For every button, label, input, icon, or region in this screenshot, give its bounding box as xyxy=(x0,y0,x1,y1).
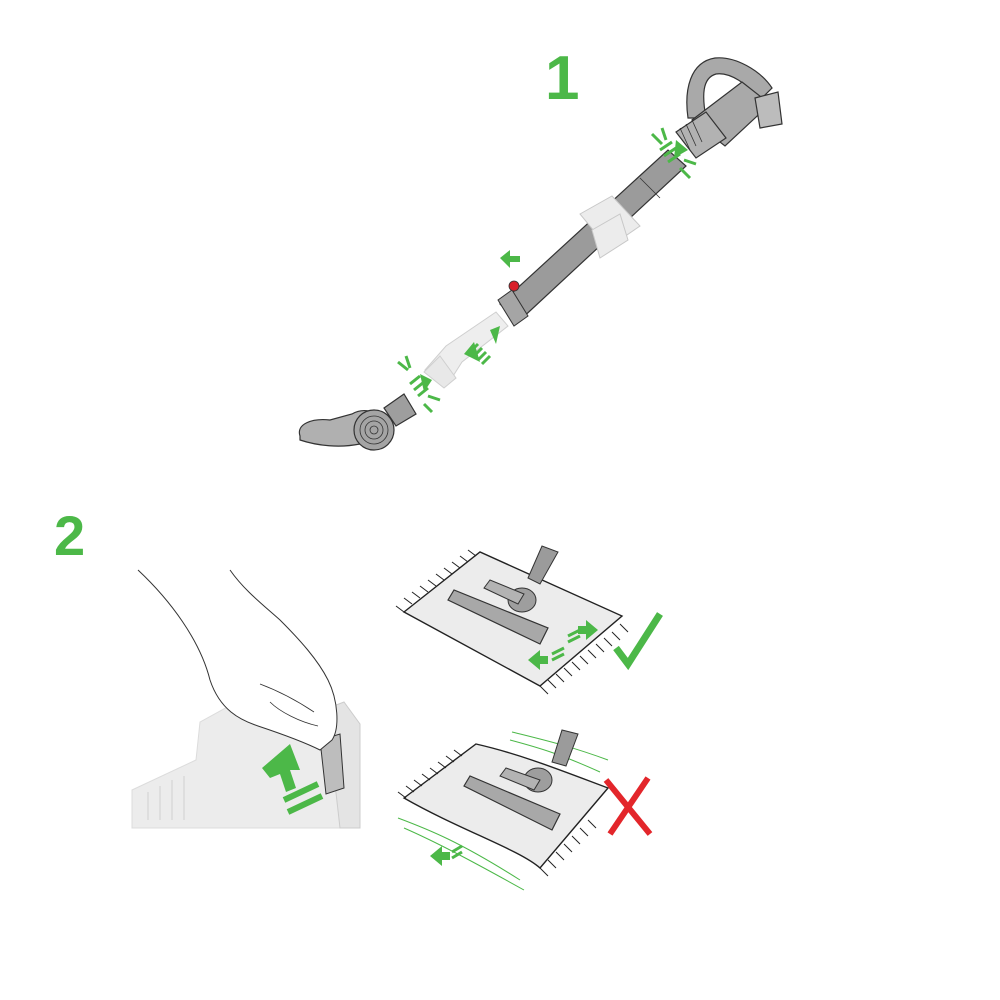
wand-part xyxy=(497,149,687,327)
extension-tube-part xyxy=(423,311,509,389)
step-1-illustration xyxy=(298,57,783,451)
click-connect-arrow-icon xyxy=(674,140,688,158)
step-1-number: 1 xyxy=(545,44,580,113)
slide-arrow-icon xyxy=(464,250,520,366)
check-mark-icon xyxy=(613,612,663,671)
cross-mark-icon xyxy=(603,776,653,836)
hand-releasing-tool-panel xyxy=(131,569,361,829)
slide-arrow-icon xyxy=(528,620,598,670)
click-connect-icon xyxy=(650,127,697,180)
turbine-head-part xyxy=(298,393,417,451)
correct-use-panel xyxy=(395,545,663,695)
slide-arrow-icon xyxy=(430,844,463,866)
step-2-number: 2 xyxy=(54,504,86,567)
incorrect-use-panel xyxy=(397,729,653,891)
handle-part xyxy=(675,57,783,159)
push-up-arrow-icon xyxy=(262,744,324,815)
click-connect-arrow-icon xyxy=(420,374,432,392)
click-connect-icon xyxy=(397,355,441,414)
release-button-icon xyxy=(508,280,520,292)
